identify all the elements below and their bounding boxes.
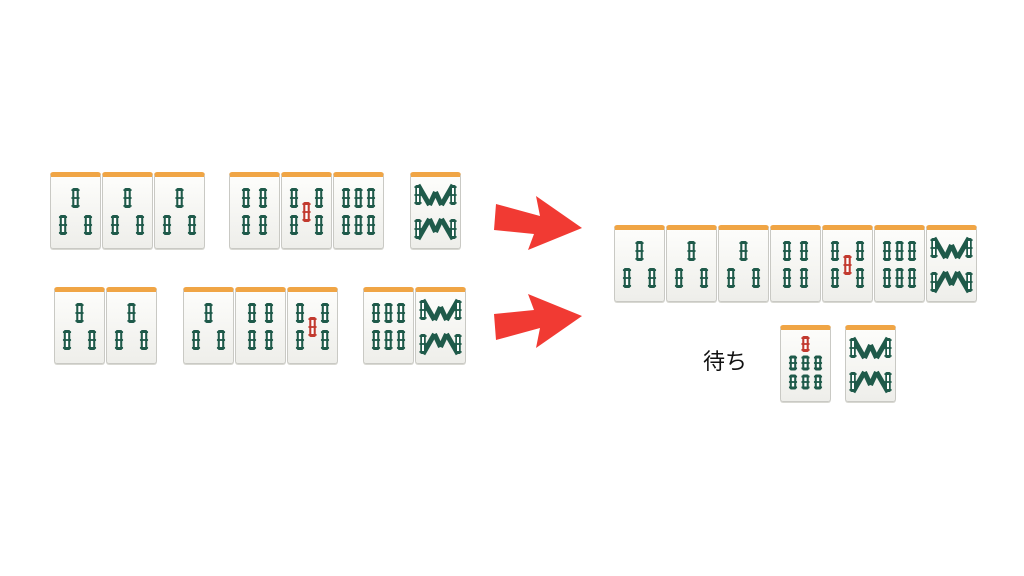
bamboo-tile-5 — [281, 172, 332, 249]
wait-tile-a — [780, 325, 831, 402]
bamboo-tile-4 — [770, 225, 821, 302]
bamboo-tile-3 — [54, 287, 105, 364]
bamboo-tile-8 — [926, 225, 977, 302]
wait-tile-b — [845, 325, 896, 402]
result-hand — [614, 225, 977, 302]
bamboo-tile-6 — [874, 225, 925, 302]
bamboo-tile-6 — [363, 287, 414, 364]
bamboo-tile-5 — [822, 225, 873, 302]
bamboo-tile-4 — [229, 172, 280, 249]
arrow-right-icon — [494, 196, 582, 250]
tile-group-top-1 — [50, 172, 205, 249]
bamboo-tile-3 — [106, 287, 157, 364]
tile-group-bottom-3 — [363, 287, 466, 364]
bamboo-tile-8 — [845, 325, 896, 402]
bamboo-tile-3 — [666, 225, 717, 302]
bamboo-tile-6 — [333, 172, 384, 249]
bamboo-tile-3 — [718, 225, 769, 302]
tile-group-top-3 — [410, 172, 461, 249]
tile-group-top-2 — [229, 172, 384, 249]
bamboo-tile-4 — [235, 287, 286, 364]
bamboo-tile-3 — [50, 172, 101, 249]
bamboo-tile-7 — [780, 325, 831, 402]
bamboo-tile-5 — [287, 287, 338, 364]
bamboo-tile-3 — [102, 172, 153, 249]
wait-label: 待ち — [703, 350, 748, 375]
bamboo-tile-3 — [183, 287, 234, 364]
arrow-right-icon — [494, 294, 582, 348]
tile-group-bottom-1 — [54, 287, 157, 364]
bamboo-tile-3 — [154, 172, 205, 249]
tile-group-bottom-2 — [183, 287, 338, 364]
bamboo-tile-3 — [614, 225, 665, 302]
bamboo-tile-8 — [410, 172, 461, 249]
bamboo-tile-8 — [415, 287, 466, 364]
